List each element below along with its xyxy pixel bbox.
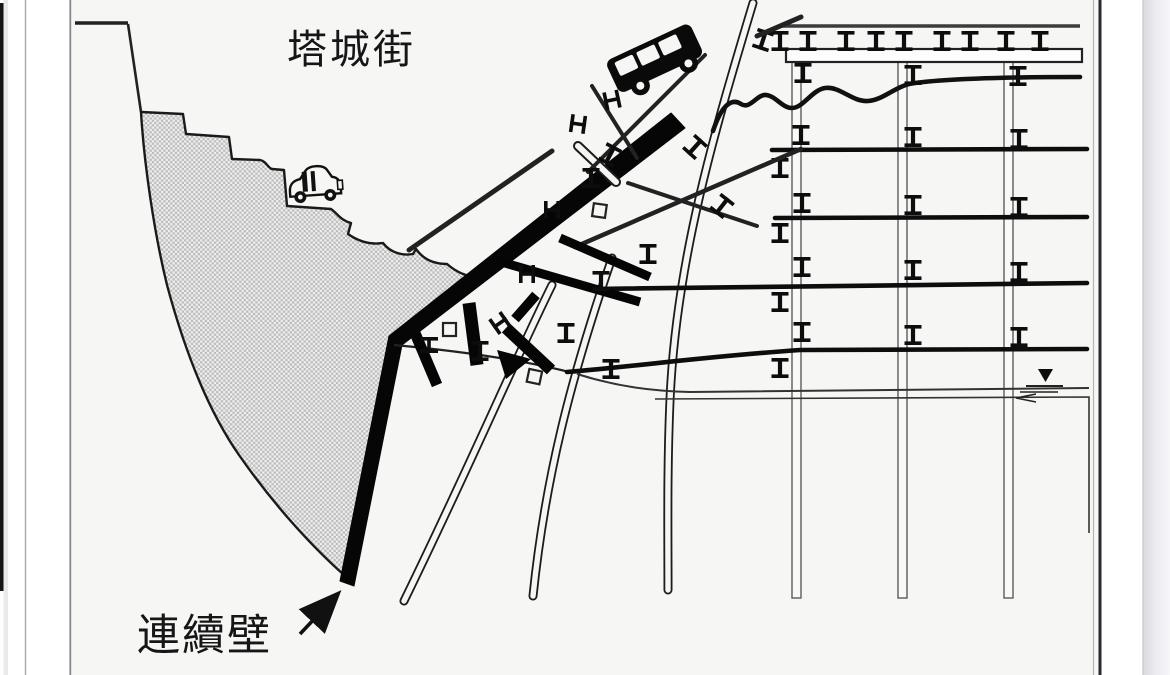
pit-bottom-line (576, 373, 1090, 394)
strut-line (769, 146, 1090, 153)
strut-line (589, 280, 1090, 292)
van-icon (607, 24, 703, 96)
support-structure (564, 24, 1090, 599)
strut-line (564, 346, 1090, 375)
van-window (636, 44, 660, 66)
water-triangle (1038, 369, 1053, 382)
left-edge-strip (3, 0, 8, 675)
strut-line (772, 214, 1090, 221)
car-door-line (301, 171, 308, 192)
soil-wedge (139, 110, 485, 584)
fallen-brace (590, 84, 639, 160)
strut-lines (564, 146, 1090, 375)
bent-pile (399, 280, 557, 606)
fallen-brace (626, 181, 759, 228)
diaphragm-wall (339, 112, 686, 587)
strut-fragment (511, 291, 540, 323)
pile-cap-square (441, 321, 458, 338)
strut-fragment (462, 302, 484, 366)
fallen-brace (406, 148, 555, 253)
pile-cap-square (525, 367, 544, 386)
wall-label: 連續壁 (137, 612, 272, 660)
excavation-bottom (576, 373, 1090, 533)
bent-pile (663, 0, 758, 595)
king-post (897, 61, 908, 599)
fallen-brace (586, 53, 707, 174)
water-level-icon (1015, 369, 1063, 403)
left-page-edge (0, 3, 4, 591)
street-label: 塔城街 (287, 28, 416, 72)
strut-fragment (409, 330, 443, 388)
wall-arrow (298, 590, 342, 636)
left-ground-surface (75, 21, 143, 113)
scarp-line (126, 23, 143, 113)
strut-fragment (558, 233, 652, 282)
fallen-brace (754, 14, 804, 39)
car-wheel-hub (297, 194, 303, 200)
strut-fragment (501, 323, 556, 375)
water-arrow (1015, 393, 1037, 403)
fallen-braces (406, 14, 804, 253)
bent-piles (399, 0, 758, 606)
right-margin (1102, 0, 1143, 675)
strut-fragment (497, 350, 531, 379)
pit-bottom-line (654, 396, 1090, 533)
car-icon (288, 164, 344, 204)
van-window (658, 34, 682, 56)
settlement-curve (710, 74, 1083, 134)
right-edge-strip (1143, 0, 1170, 675)
van-wheel-hub (636, 81, 645, 90)
van-window (614, 54, 638, 76)
fallen-brace (572, 146, 804, 250)
pile-cap-squares (441, 201, 609, 386)
pile-cap-square (590, 201, 609, 220)
car-door-line (310, 171, 316, 192)
wall-callout: 連續壁 (137, 590, 342, 660)
bent-pile (528, 253, 617, 601)
car-bumper (336, 179, 344, 191)
car-wheel-hub (327, 192, 333, 198)
van-wheel-hub (684, 59, 693, 68)
